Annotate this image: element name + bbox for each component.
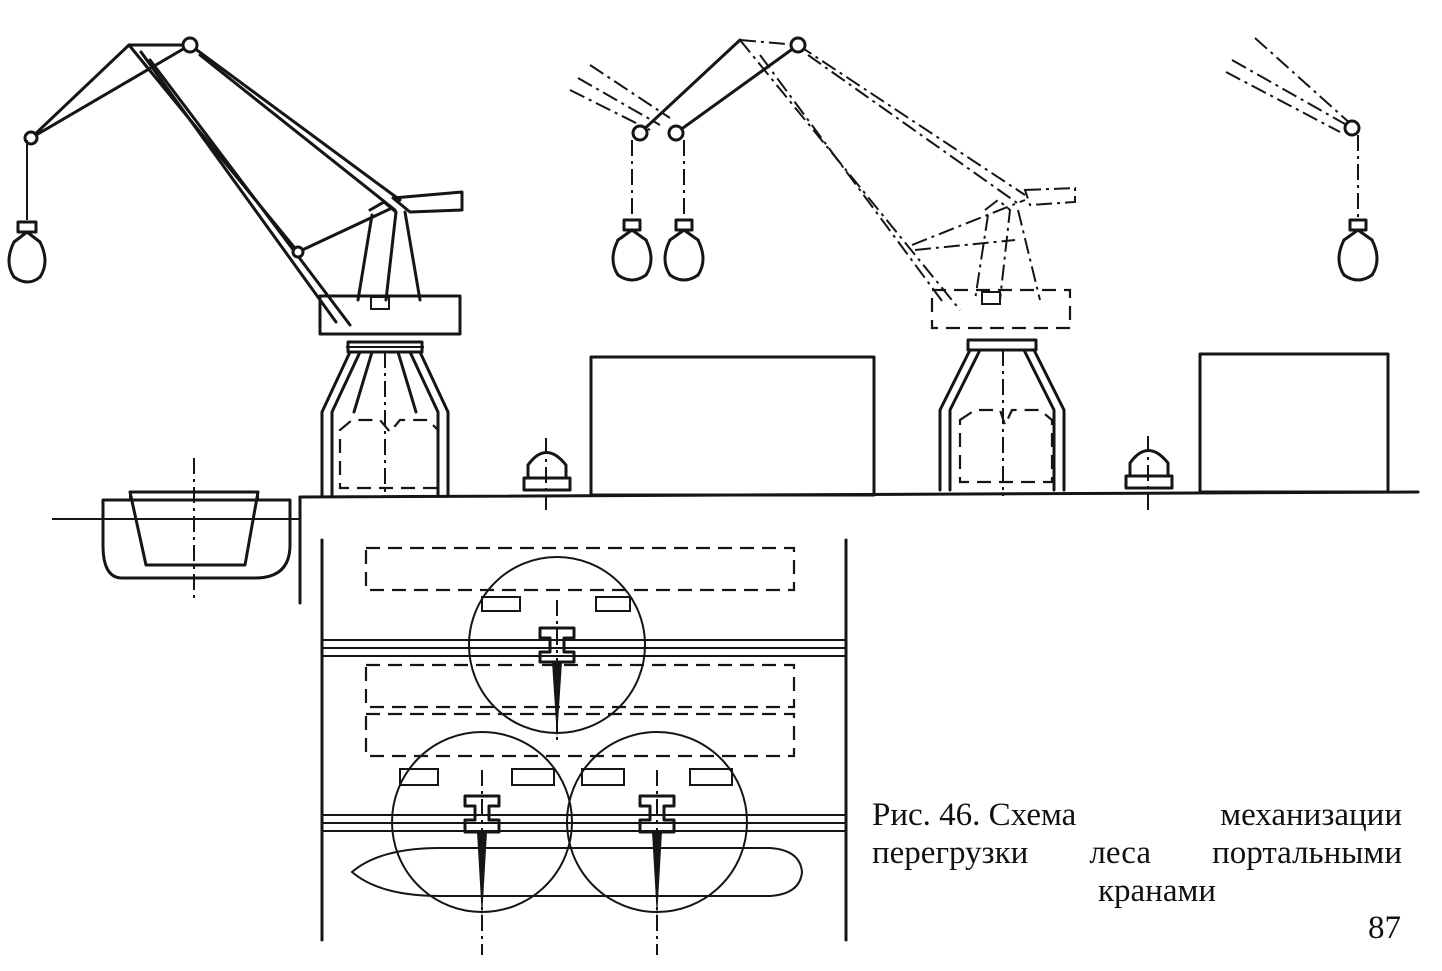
caption-line-2: перегрузки леса портальными: [872, 834, 1402, 872]
plan-view: [320, 538, 848, 955]
page-number: 87: [1368, 910, 1401, 946]
bollards: [522, 436, 1174, 510]
caption-line-2-a: перегрузки: [872, 835, 1029, 871]
caption-line-3: кранами: [872, 872, 1402, 910]
caption-line-2-c: портальными: [1212, 835, 1402, 871]
quay-wall: [52, 490, 1420, 605]
caption-line-1: Рис. 46. Схема механизации: [872, 796, 1402, 834]
caption-line-1-b: механизации: [1220, 797, 1402, 833]
caption-line-2-b: леса: [1089, 835, 1152, 871]
crane-middle: [569, 36, 1076, 496]
crane-right: [1225, 37, 1379, 282]
figure-caption: Рис. 46. Схема механизации перегрузки ле…: [872, 796, 1402, 910]
caption-line-1-a: Рис. 46. Схема: [872, 797, 1077, 833]
caption-line-3-a: кранами: [1097, 873, 1217, 909]
warehouses: [589, 352, 1390, 497]
crane-left: [7, 36, 464, 498]
barge: [101, 458, 292, 598]
